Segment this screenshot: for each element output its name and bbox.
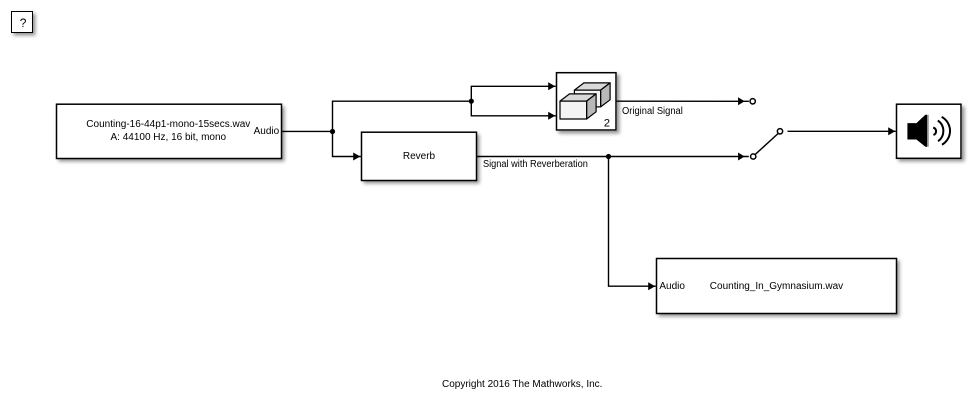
- svg-text:2: 2: [604, 118, 610, 130]
